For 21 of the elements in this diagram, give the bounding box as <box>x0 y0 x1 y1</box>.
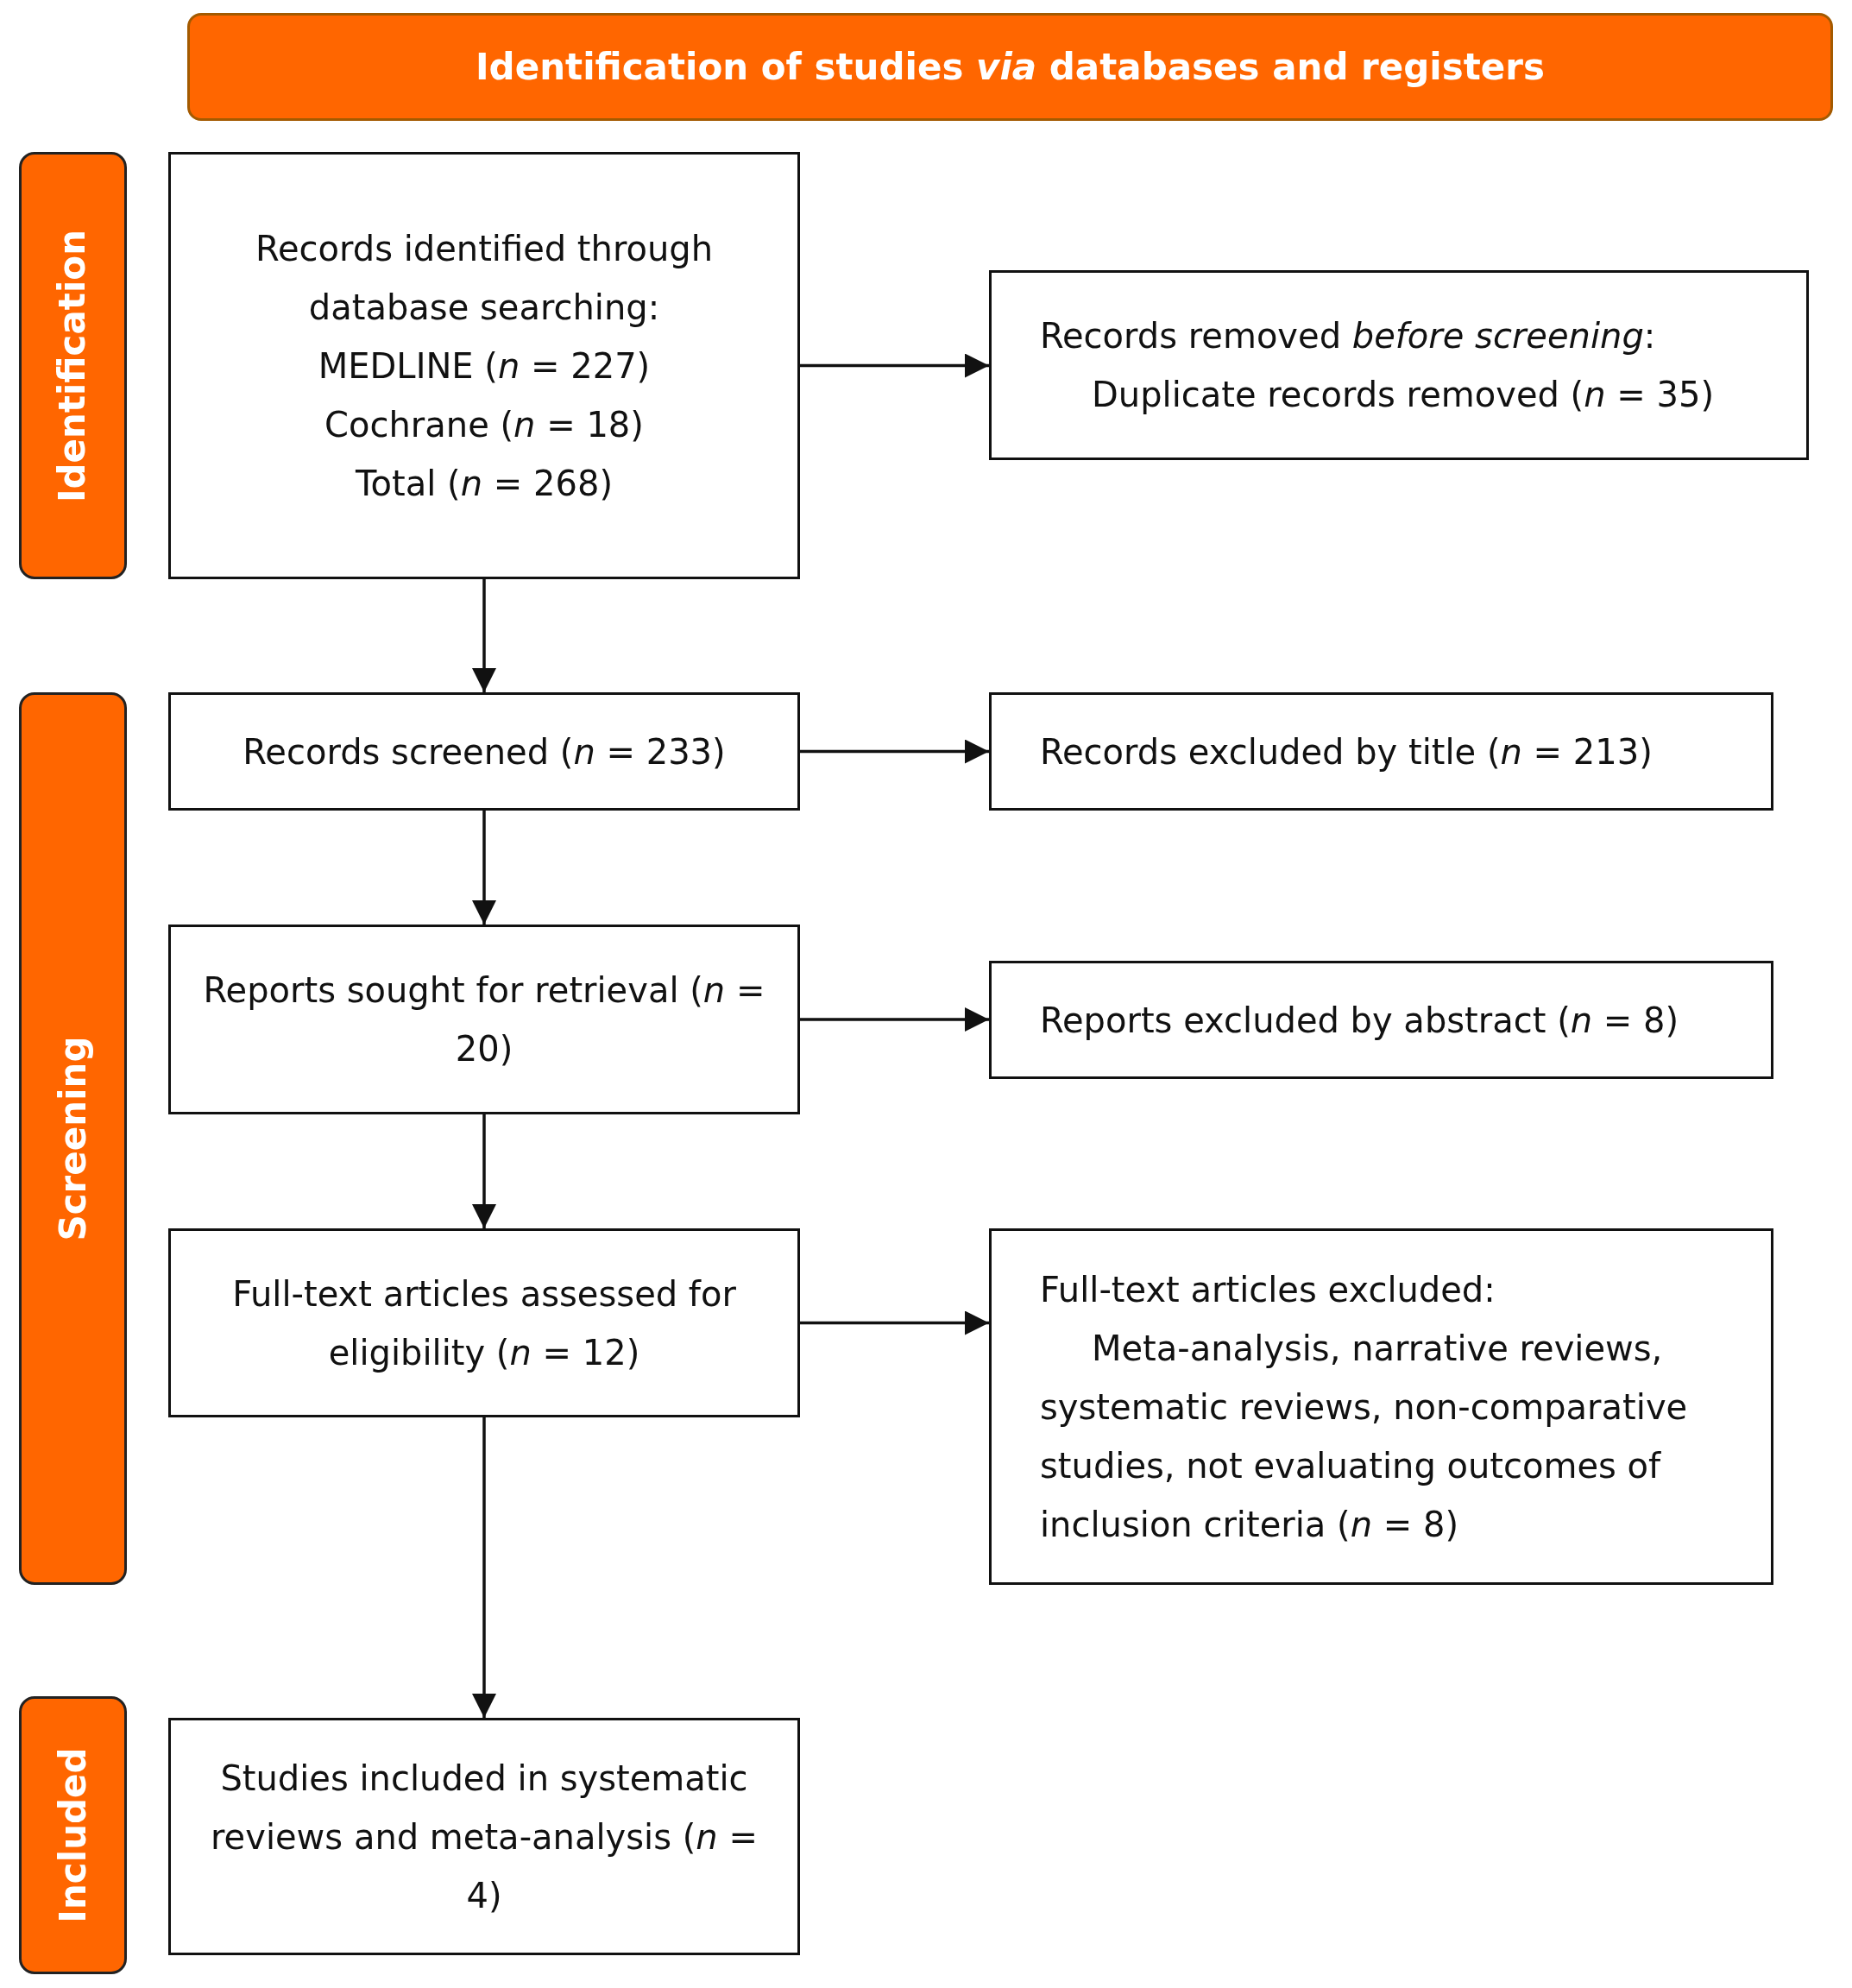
phase-label: Included <box>19 1696 127 1974</box>
phase-label: Identification <box>19 152 127 579</box>
arrow <box>800 353 989 378</box>
arrow <box>800 739 989 764</box>
arrow <box>472 811 496 925</box>
arrow <box>472 1417 496 1718</box>
exclusion-box: Reports excluded by abstract (n = 8) <box>989 961 1773 1079</box>
process-box: Records screened (n = 233) <box>168 692 800 811</box>
phase-label: Screening <box>19 692 127 1585</box>
process-box: Full-text articles assessed for eligibility (n = 12) <box>168 1228 800 1417</box>
exclusion-box: Records excluded by title (n = 213) <box>989 692 1773 811</box>
exclusion-box: Records removed before screening: Duplicate records removed (n = 35) <box>989 270 1809 460</box>
process-box: Reports sought for retrieval (n = 20) <box>168 925 800 1114</box>
arrow <box>800 1310 989 1335</box>
process-box: Records identified through database searching: MEDLINE (n = 227) Cochrane (n = 18) Total (n = 268) <box>168 152 800 579</box>
arrow <box>800 1007 989 1032</box>
arrow <box>472 1114 496 1228</box>
process-box: Studies included in systematic reviews and meta-analysis (n = 4) <box>168 1718 800 1955</box>
section-header: Identification of studies via databases and registers <box>187 13 1833 121</box>
arrow <box>472 579 496 692</box>
exclusion-box: Full-text articles excluded: Meta-analysis, narrative reviews, systematic reviews, non-comparative studies, not evaluating outcomes of inclusion criteria (n = 8) <box>989 1228 1773 1585</box>
